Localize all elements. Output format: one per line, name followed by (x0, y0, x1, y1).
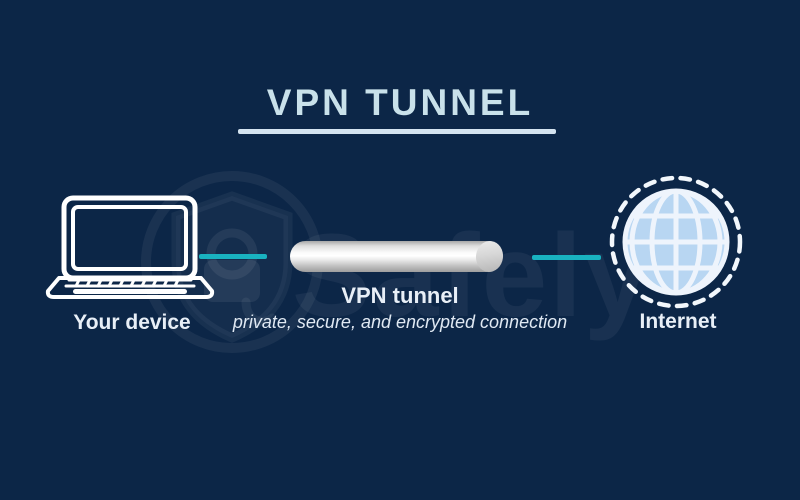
connector-line-left (199, 254, 267, 259)
connector-line-right (532, 255, 601, 260)
tunnel-label: VPN tunnel (341, 283, 459, 308)
tunnel-sublabel: private, secure, and encrypted connectio… (232, 312, 568, 332)
internet-label: Internet (639, 310, 717, 333)
globe-icon (609, 175, 743, 309)
page-title: VPN TUNNEL (266, 82, 534, 123)
vpn-tunnel-cylinder (290, 241, 502, 272)
laptop-icon (45, 195, 215, 299)
device-label: Your device (73, 311, 191, 334)
dashed-ring (609, 175, 743, 309)
title-underline (238, 129, 556, 134)
